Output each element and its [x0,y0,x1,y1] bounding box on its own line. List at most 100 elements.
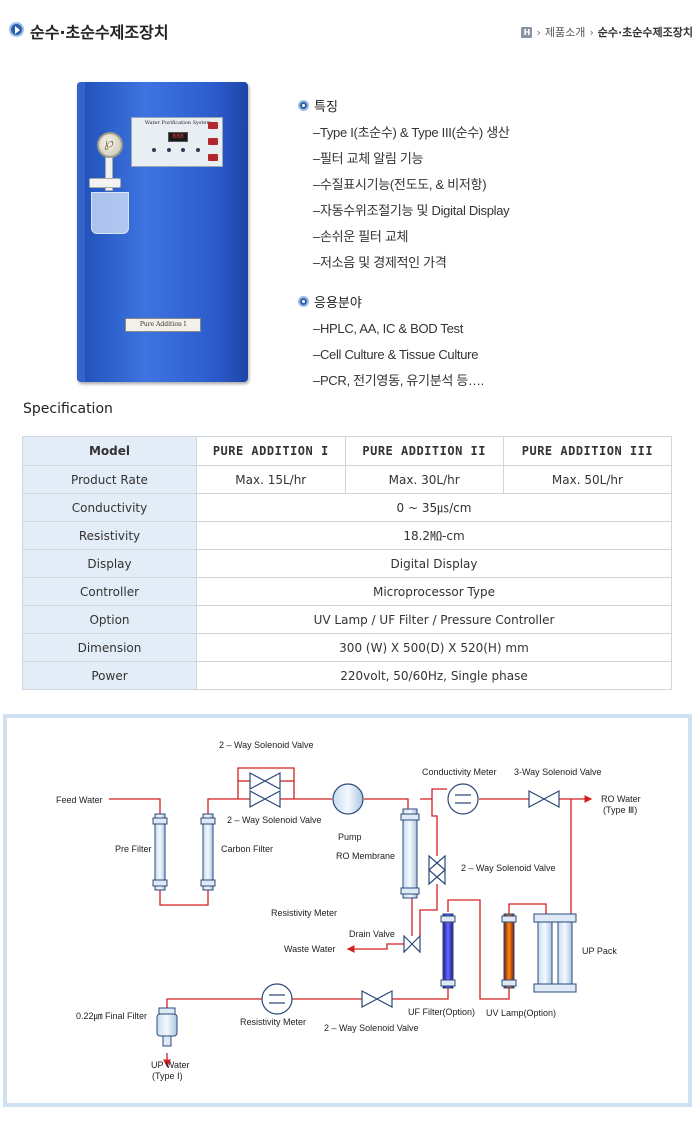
conductivity-meter-icon [447,783,479,815]
table-row: Power 220volt, 50/60Hz, Single phase [22,661,672,690]
pipes [109,767,593,1068]
dispenser [97,132,133,168]
pipe-ro-cond [420,788,447,800]
label-ro-water-type: (Type Ⅲ) [603,805,637,815]
label-up-water-type: (Type Ⅰ) [152,1071,183,1081]
pipe-to-drain [419,884,438,936]
cabinet-edge [77,82,85,382]
label-feed-water: Feed Water [56,795,103,805]
dispense-arm [89,178,121,188]
list-item: PCR, 전기영동, 유기분석 등…. [313,368,484,394]
solenoid-valve-mid-icon [249,790,281,808]
list-item: 수질표시기능(전도도, & 비저항) [313,172,510,198]
features-heading-label: 특징 [314,100,338,115]
uf-filter-icon [442,913,454,989]
pipe-uf-valve [392,988,449,1000]
title-bullet-icon [9,22,24,37]
pipe-final [166,998,262,1008]
indicator-light [208,122,218,129]
page-title: 순수·초순수제조장치 [30,23,169,42]
table-row: Conductivity 0 ~ 35㎲/cm [22,493,672,522]
row-label: Resistivity [22,521,197,550]
label-pump: Pump [338,832,362,842]
indicator-light [208,154,218,161]
product-image: Water Purification System 888 Pure Addit… [77,82,248,382]
label-up-pack: UP Pack [582,946,617,956]
table-cell: 300 (W) X 500(D) X 520(H) mm [196,633,672,662]
home-icon[interactable]: H [521,26,533,38]
valve-group [249,772,560,1008]
solenoid-valve-bottom-icon [361,990,393,1008]
features-heading: 특징 [298,96,510,115]
list-item: Cell Culture & Tissue Culture [313,342,484,368]
specification-title: Specification [23,401,113,417]
chevron-right-icon: › [589,25,594,39]
row-label: Dimension [22,633,197,662]
label-resistivity-meter-top: Resistivity Meter [271,908,337,918]
column-header-model-1: PURE ADDITION I [196,436,346,466]
table-row: Model PURE ADDITION I PURE ADDITION II P… [22,436,673,466]
control-panel: Water Purification System 888 [131,117,223,167]
label-solenoid-right: 2 – Way Solenoid Valve [461,863,556,873]
pipe-pre-carbon [159,890,209,906]
table-row: Resistivity 18.2㏁-cm [22,521,672,550]
list-item: 필터 교체 알림 기능 [313,146,510,172]
label-uf-filter: UF Filter(Option) [408,1007,475,1017]
column-header-model-3: PURE ADDITION III [502,436,673,466]
pipe-pump-ro [364,798,409,809]
solenoid-valve-top-icon [249,772,281,790]
row-label: Power [22,661,197,690]
table-row: Display Digital Display [22,549,672,578]
table-row: Dimension 300 (W) X 500(D) X 520(H) mm [22,633,672,662]
breadcrumb-item-products[interactable]: 제품소개 [544,26,586,39]
column-header-model-2: PURE ADDITION II [344,436,504,466]
carbon-filter-icon [202,813,214,891]
flow-diagram: 2 – Way Solenoid Valve 2 – Way Solenoid … [3,714,692,1107]
dispenser-knob-icon [97,132,123,158]
label-carbon-filter: Carbon Filter [221,844,273,854]
table-cell: Microprocessor Type [196,577,672,606]
table-cell: Digital Display [196,549,672,578]
final-filter-icon [156,1007,178,1047]
filter-group [152,808,577,1047]
nameplate: Pure Addition I [125,318,201,332]
circle-bullet-icon [298,296,309,307]
label-final-filter: 0.22㎛ Final Filter [76,1011,147,1022]
meter-group [261,783,479,1015]
circle-bullet-icon [298,100,309,111]
label-ro-membrane: RO Membrane [336,851,395,861]
row-label: Product Rate [22,465,197,494]
resistivity-meter-icon [261,983,293,1015]
label-ro-water: RO Water [601,794,641,804]
up-pack-icon [533,913,577,993]
pipe-carbon-valve [207,798,250,814]
breadcrumb: H › 제품소개 › 순수·초순수제조장치 [521,24,693,40]
pipe-waste [346,943,404,953]
drain-valve-icon [403,934,421,954]
beaker [91,192,129,234]
label-solenoid-bottom: 2 – Way Solenoid Valve [324,1023,419,1033]
label-resistivity-meter-bottom: Resistivity Meter [240,1017,306,1027]
table-cell: UV Lamp / UF Filter / Pressure Controlle… [196,605,672,634]
table-cell: Max. 15L/hr [196,465,346,494]
features-section: 특징 Type I(초순수) & Type III(순수) 생산 필터 교체 알… [298,96,510,276]
label-conductivity-meter: Conductivity Meter [422,767,497,777]
row-label: Conductivity [22,493,197,522]
label-three-way-valve: 3-Way Solenoid Valve [514,767,602,777]
list-item: 손쉬운 필터 교체 [313,224,510,250]
pipe-bypass [237,767,295,799]
ro-membrane-icon [402,808,418,899]
applications-heading-label: 응용분야 [314,296,362,311]
list-item: Type I(초순수) & Type III(순수) 생산 [313,120,510,146]
label-up-water: UP Water [151,1060,190,1070]
features-list: Type I(초순수) & Type III(순수) 생산 필터 교체 알림 기… [298,120,510,276]
row-label: Option [22,605,197,634]
three-way-valve-icon [528,790,560,808]
pipe-feed [109,798,161,814]
table-cell: Max. 50L/hr [502,465,673,494]
table-cell: 18.2㏁-cm [196,521,672,550]
label-pre-filter: Pre Filter [115,844,152,854]
breadcrumb-item-current: 순수·초순수제조장치 [597,26,693,39]
applications-heading: 응용분야 [298,292,484,311]
table-cell: 220volt, 50/60Hz, Single phase [196,661,672,690]
